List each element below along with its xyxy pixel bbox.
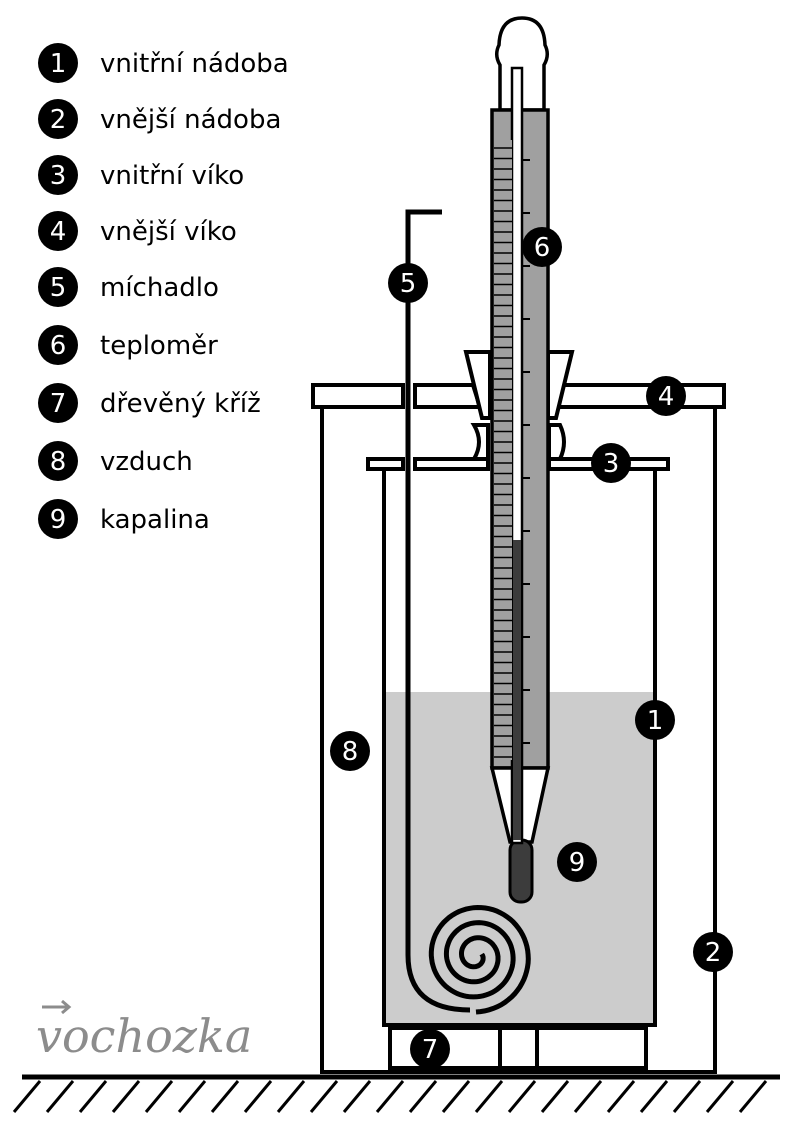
hatch-line bbox=[144, 1080, 174, 1113]
marker-air: 8 bbox=[330, 731, 370, 771]
legend-badge bbox=[38, 43, 78, 83]
stopper bbox=[463, 350, 492, 420]
floor-hatching bbox=[12, 1080, 768, 1113]
svg-text:8: 8 bbox=[342, 737, 359, 767]
marker-stirrer: 5 bbox=[388, 263, 428, 303]
legend-item-2: 2 vnější nádoba bbox=[38, 99, 281, 139]
svg-text:1: 1 bbox=[647, 706, 664, 736]
hatch-line bbox=[243, 1080, 273, 1113]
hatch-line bbox=[12, 1080, 42, 1113]
hatch-line bbox=[408, 1080, 438, 1113]
hatch-line bbox=[78, 1080, 108, 1113]
legend-badge bbox=[38, 155, 78, 195]
marker-liquid: 9 bbox=[557, 842, 597, 882]
legend-label: dřevěný kříž bbox=[100, 389, 261, 419]
hatch-line bbox=[375, 1080, 405, 1113]
legend: 1 vnitřní nádoba 2 vnější nádoba 3 vnitř… bbox=[38, 43, 289, 539]
marker-thermometer: 6 bbox=[522, 227, 562, 267]
floor bbox=[12, 1074, 780, 1113]
hatch-line bbox=[276, 1080, 306, 1113]
legend-badge bbox=[38, 499, 78, 539]
legend-item-6: 6 teploměr bbox=[38, 325, 218, 365]
legend-label: vnitřní nádoba bbox=[100, 49, 289, 79]
legend-label: kapalina bbox=[100, 505, 210, 535]
legend-badge-number: 4 bbox=[50, 217, 67, 247]
svg-text:3: 3 bbox=[603, 449, 620, 479]
hatch-line bbox=[639, 1080, 669, 1113]
hatch-line bbox=[672, 1080, 702, 1113]
hatch-line bbox=[705, 1080, 735, 1113]
svg-text:4: 4 bbox=[658, 382, 675, 412]
legend-label: vnitřní víko bbox=[100, 161, 244, 191]
legend-item-3: 3 vnitřní víko bbox=[38, 155, 244, 195]
legend-badge-number: 1 bbox=[50, 49, 67, 79]
legend-badge bbox=[38, 99, 78, 139]
outer-vessel bbox=[320, 408, 717, 1074]
legend-badge-number: 3 bbox=[50, 161, 67, 191]
marker-wooden-cross: 7 bbox=[410, 1029, 450, 1069]
hatch-line bbox=[573, 1080, 603, 1113]
legend-badge bbox=[38, 267, 78, 307]
svg-text:7: 7 bbox=[422, 1035, 439, 1065]
marker-inner-vessel: 1 bbox=[635, 700, 675, 740]
legend-item-5: 5 míchadlo bbox=[38, 267, 219, 307]
legend-label: vnější nádoba bbox=[100, 105, 281, 135]
marker-outer-vessel: 2 bbox=[693, 932, 733, 972]
legend-item-9: 9 kapalina bbox=[38, 499, 210, 539]
svg-text:2: 2 bbox=[705, 938, 722, 968]
svg-text:9: 9 bbox=[569, 848, 586, 878]
legend-badge-number: 8 bbox=[50, 447, 67, 477]
legend-badge-number: 5 bbox=[50, 273, 67, 303]
hatch-line bbox=[45, 1080, 75, 1113]
legend-item-1: 1 vnitřní nádoba bbox=[38, 43, 289, 83]
legend-label: teploměr bbox=[100, 331, 218, 361]
hatch-line bbox=[441, 1080, 471, 1113]
legend-badge-number: 2 bbox=[50, 105, 67, 135]
hatch-line bbox=[606, 1080, 636, 1113]
hatch-line bbox=[177, 1080, 207, 1113]
legend-label: vnější víko bbox=[100, 217, 237, 247]
hatch-line bbox=[111, 1080, 141, 1113]
marker-inner-lid: 3 bbox=[591, 443, 631, 483]
svg-text:5: 5 bbox=[400, 269, 417, 299]
legend-badge bbox=[38, 325, 78, 365]
hatch-line bbox=[540, 1080, 570, 1113]
vector-arrow-icon bbox=[42, 999, 72, 1015]
thermometer bbox=[489, 16, 551, 904]
legend-badge-number: 6 bbox=[50, 331, 67, 361]
logo: vochozka bbox=[36, 999, 252, 1063]
svg-text:6: 6 bbox=[534, 233, 551, 263]
legend-item-8: 8 vzduch bbox=[38, 441, 193, 481]
hatch-line bbox=[507, 1080, 537, 1113]
legend-badge bbox=[38, 383, 78, 423]
legend-badge-number: 7 bbox=[50, 389, 67, 419]
marker-outer-lid: 4 bbox=[646, 376, 686, 416]
hatch-line bbox=[474, 1080, 504, 1113]
stirrer bbox=[405, 209, 531, 1015]
legend-item-4: 4 vnější víko bbox=[38, 211, 237, 251]
hatch-line bbox=[342, 1080, 372, 1113]
legend-item-7: 7 dřevěný kříž bbox=[38, 383, 261, 423]
hatch-line bbox=[738, 1080, 768, 1113]
legend-badge bbox=[38, 441, 78, 481]
legend-badge bbox=[38, 211, 78, 251]
legend-label: míchadlo bbox=[100, 273, 219, 303]
inner-vessel bbox=[382, 470, 657, 1027]
legend-label: vzduch bbox=[100, 447, 193, 477]
hatch-line bbox=[309, 1080, 339, 1113]
hatch-line bbox=[210, 1080, 240, 1113]
logo-text: vochozka bbox=[36, 1009, 252, 1063]
legend-badge-number: 9 bbox=[50, 505, 67, 535]
